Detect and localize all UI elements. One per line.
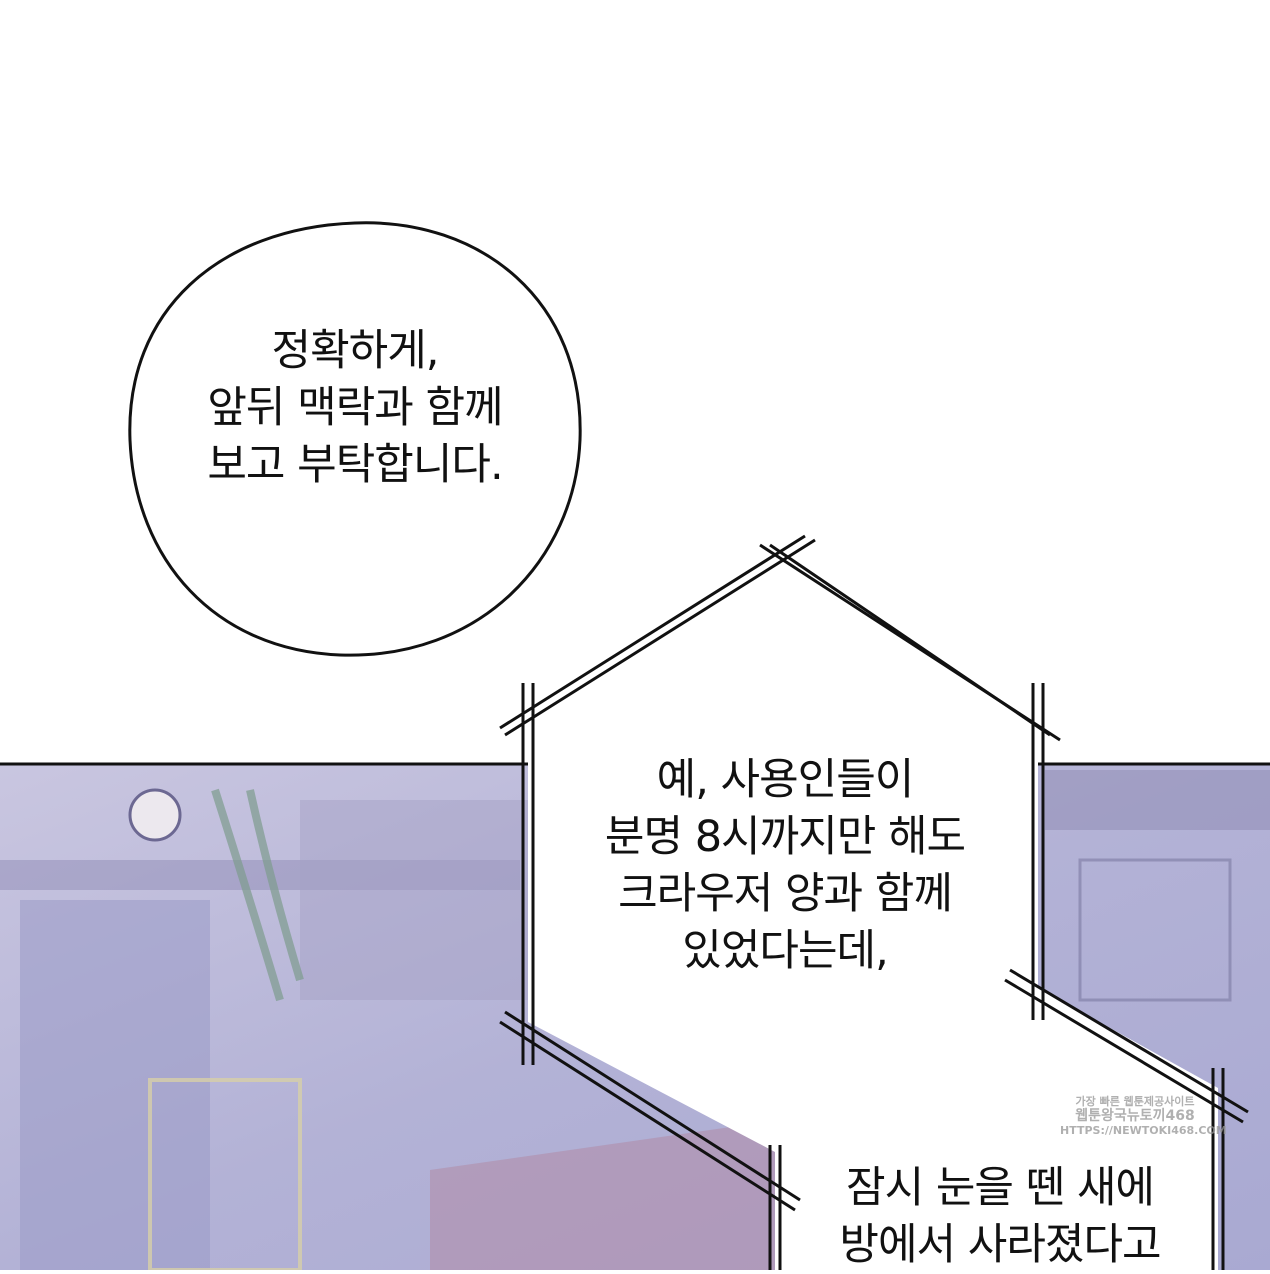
dialogue-line: 정확하게, [271, 326, 440, 376]
narration-line: 잠시 눈을 뗀 새에 [846, 1163, 1155, 1213]
dialogue-line: 보고 부탁합니다. [207, 440, 503, 490]
narration-line: 분명 8시까지만 해도 [604, 812, 966, 862]
narration-line: 방에서 사라졌다고 [839, 1220, 1161, 1270]
narration-line: 크라우저 양과 함께 [618, 869, 953, 919]
watermark-line: 웹툰왕국뉴토끼468 [1075, 1108, 1195, 1124]
house-box-text: 예, 사용인들이 분명 8시까지만 해도 크라우저 양과 함께 있었다는데, [560, 752, 1010, 980]
round-speech-bubble [128, 221, 582, 657]
round-bubble-text: 정확하게, 앞뒤 맥락과 함께 보고 부탁합니다. [160, 323, 550, 494]
watermark-line: 가장 빠른 웹툰제공사이트 [1075, 1095, 1195, 1108]
house-narration-box [499, 534, 1249, 1270]
narration-line: 예, 사용인들이 [656, 755, 915, 805]
watermark-line: HTTPS://NEWTOKI468.COM [1060, 1124, 1227, 1137]
watermark: 가장 빠른 웹툰제공사이트 웹툰왕국뉴토끼468 HTTPS://NEWTOKI… [1060, 1095, 1227, 1137]
bottom-box-text: 잠시 눈을 뗀 새에 방에서 사라졌다고 [790, 1160, 1210, 1274]
dialogue-line: 앞뒤 맥락과 함께 [207, 383, 503, 433]
narration-line: 있었다는데, [682, 926, 888, 976]
